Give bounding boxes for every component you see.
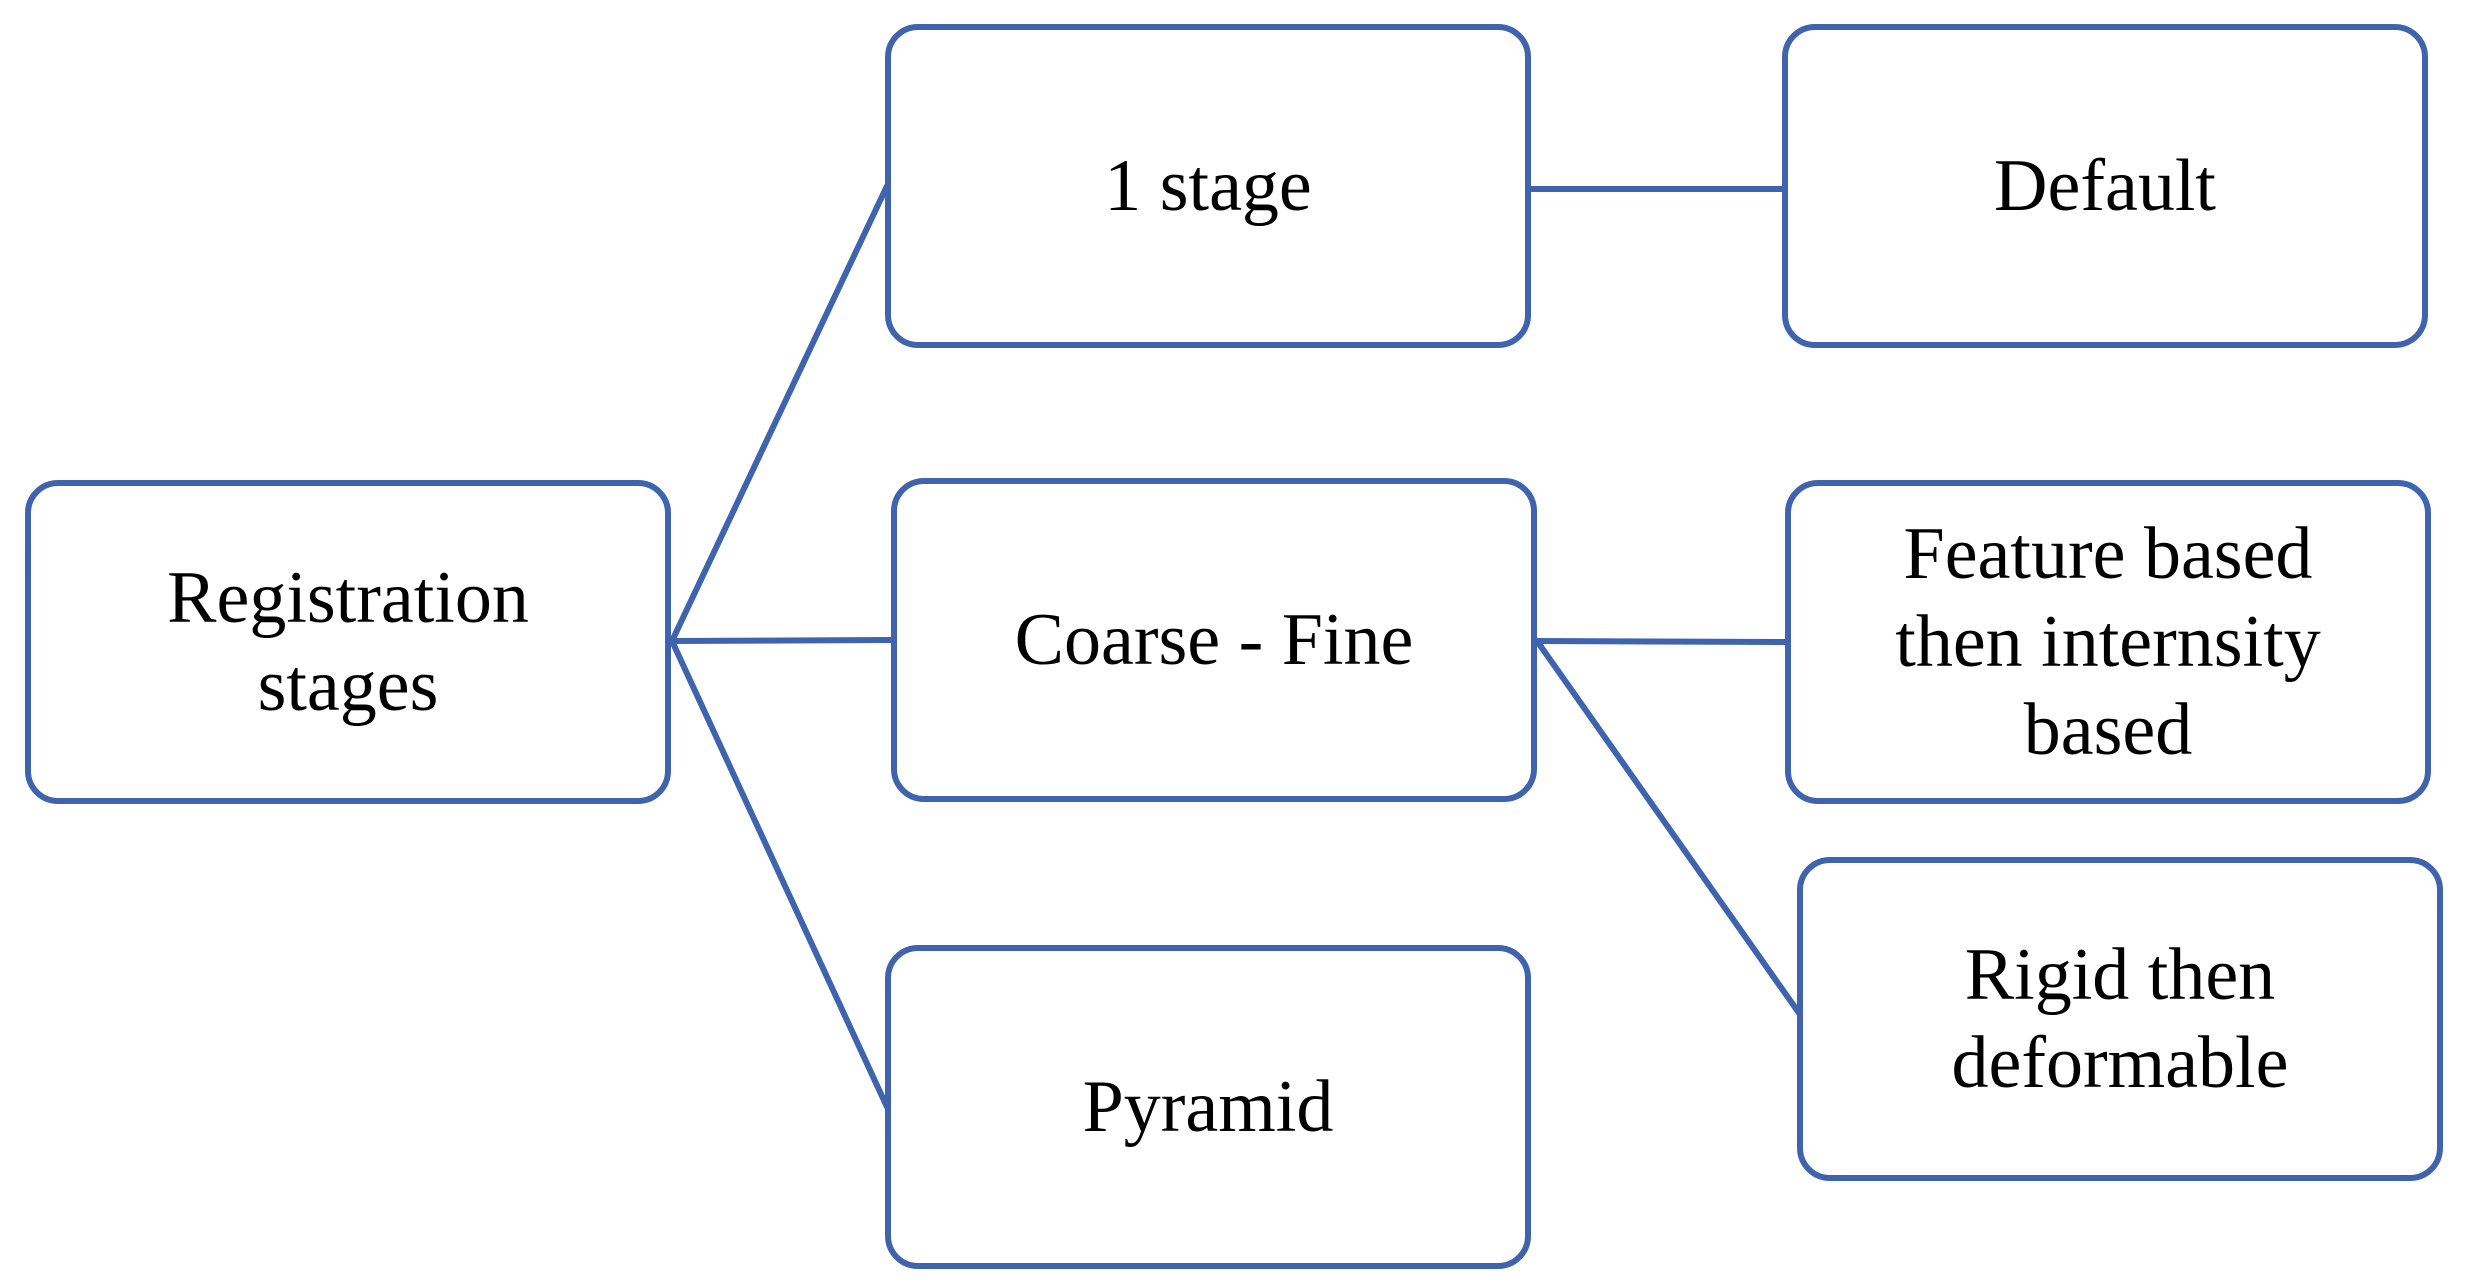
edge-coarse-fine-to-feature-intensity: [1534, 638, 1790, 645]
edge-root-to-one-stage: [669, 183, 890, 644]
node-label-line: Pyramid: [1083, 1066, 1334, 1148]
node-box: [885, 24, 1531, 348]
node-one-stage: 1 stage: [885, 24, 1531, 348]
node-label-line: then internsity: [1895, 601, 2320, 683]
node-box: [1785, 480, 2431, 804]
node-box: [885, 945, 1531, 1269]
node-box: [891, 478, 1537, 802]
node-label-line: Coarse - Fine: [1015, 599, 1414, 681]
node-label-line: 1 stage: [1104, 145, 1312, 227]
node-label-line: deformable: [1952, 1022, 2289, 1104]
node-coarse-fine: Coarse - Fine: [891, 478, 1537, 802]
edge-root-to-pyramid: [669, 638, 890, 1110]
node-box: [1797, 857, 2443, 1181]
node-box: [25, 480, 671, 804]
node-default: Default: [1782, 24, 2428, 348]
edges-layer: [669, 183, 1802, 1110]
edge-coarse-fine-to-rigid-deformable: [1534, 638, 1802, 1016]
node-pyramid: Pyramid: [885, 945, 1531, 1269]
node-label-line: stages: [258, 645, 439, 727]
node-label-line: Default: [1994, 145, 2216, 227]
node-label-line: Feature based: [1904, 513, 2313, 595]
node-label-line: Rigid then: [1965, 934, 2275, 1016]
node-label-line: based: [2024, 689, 2193, 771]
node-label-line: Registration: [167, 557, 529, 639]
node-box: [1782, 24, 2428, 348]
edge-root-to-coarse-fine: [669, 637, 896, 644]
